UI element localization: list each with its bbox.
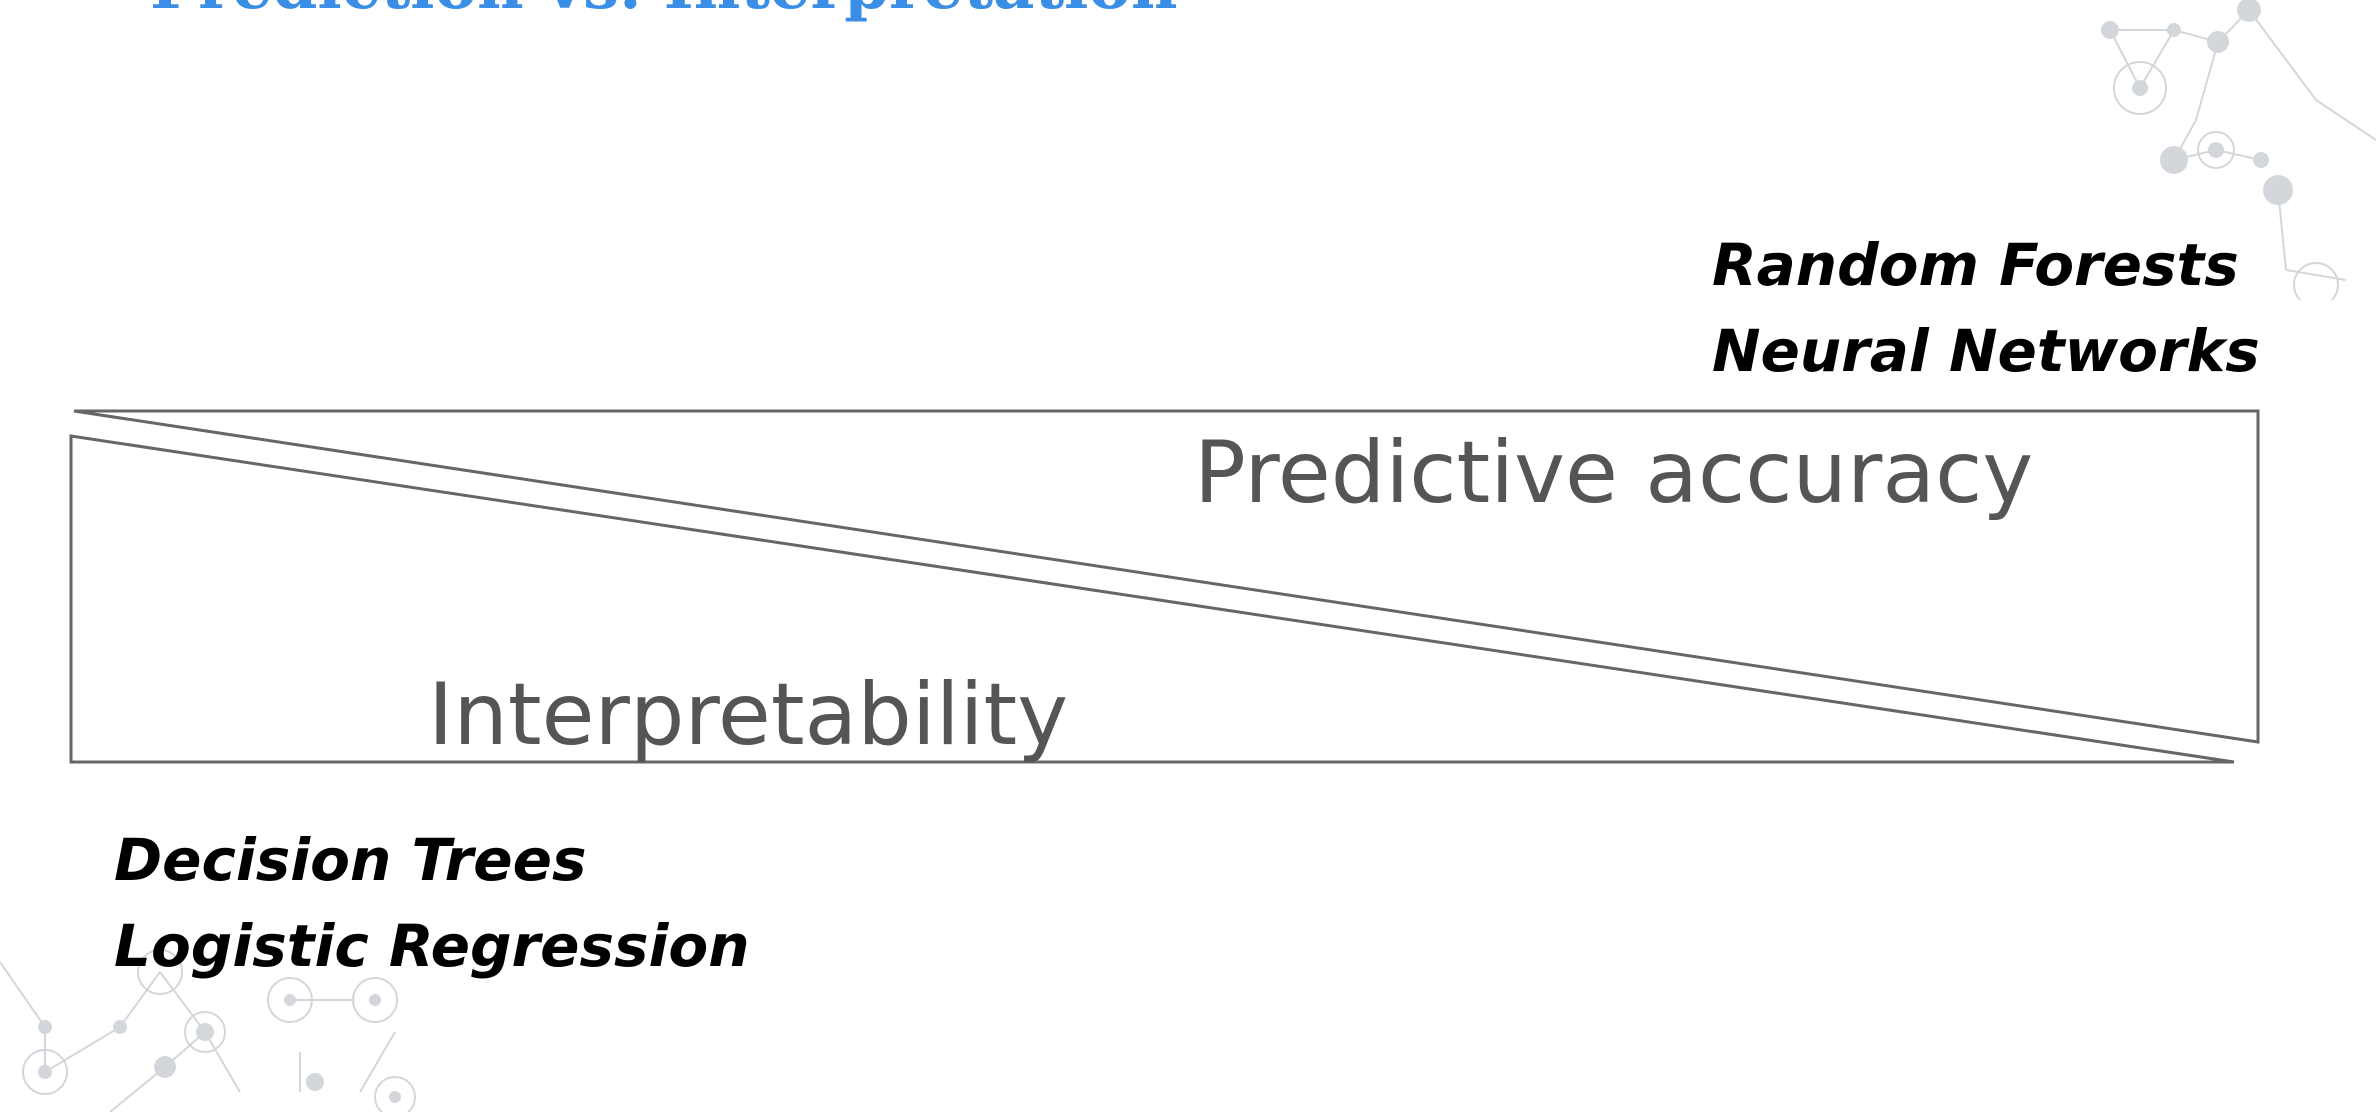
high-accuracy-models: Random Forests Neural Networks [1712,222,2260,394]
interpretability-label: Interpretability [428,665,1068,765]
network-decoration-top-right [2101,0,2376,300]
slide-title: Prediction vs. Interpretation [150,0,1178,22]
accuracy-wedge [73,409,2260,744]
network-decoration-bottom-left [0,949,416,1112]
accuracy-label: Predictive accuracy [1194,423,2033,523]
model-name: Random Forests [1712,231,2239,299]
model-name: Logistic Regression [114,912,750,980]
interpretability-wedge [69,434,2235,764]
model-name: Decision Trees [114,826,587,894]
model-name: Neural Networks [1712,317,2260,385]
high-interpretability-models: Decision Trees Logistic Regression [114,817,750,989]
